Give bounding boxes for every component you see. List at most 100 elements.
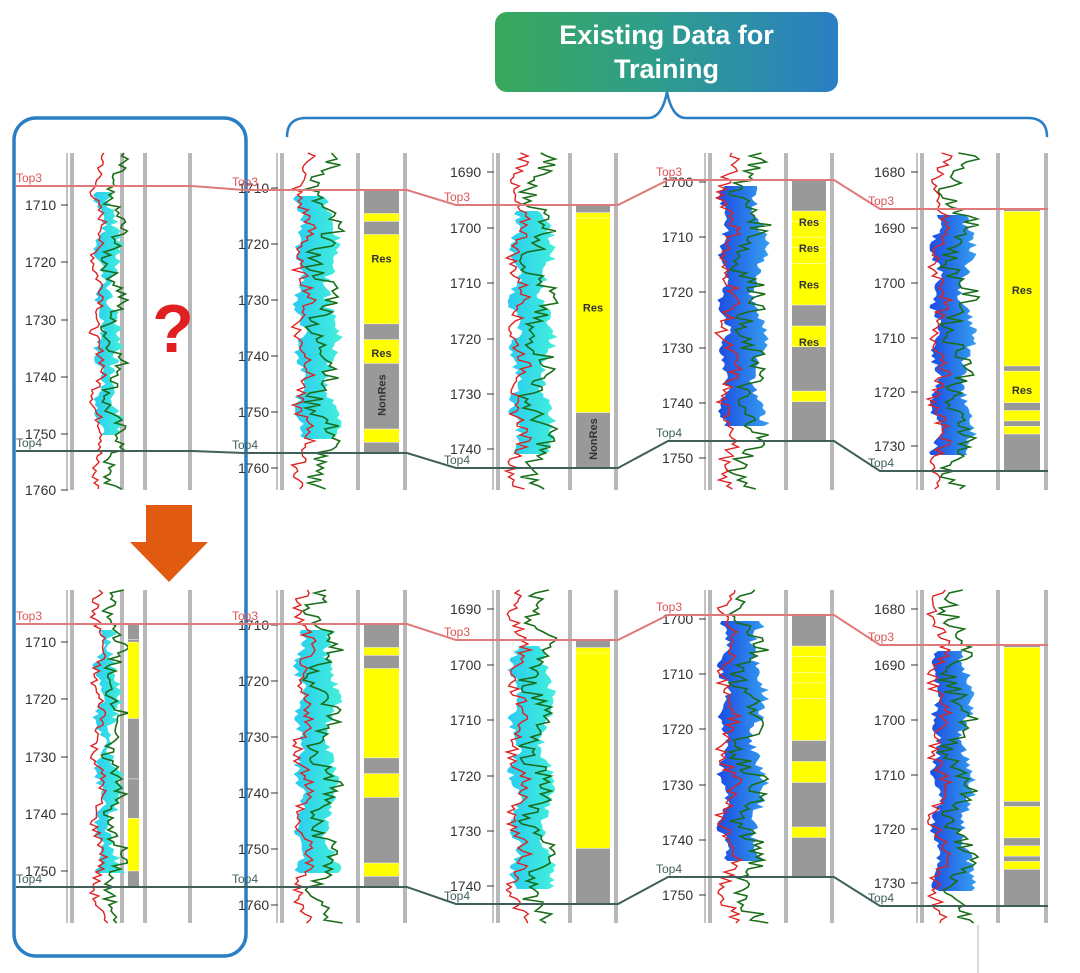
input-training-well-3-facies-seg-1: [792, 211, 826, 222]
input-training-well-1-red-curve: [290, 152, 318, 490]
input-training-well-3-facies-seg-3: [792, 237, 826, 248]
output-training-well-2-facies-seg-1: [576, 647, 610, 654]
output-query-well-track-border-3: [188, 590, 192, 923]
output-training-well-3-facies-seg-8: [792, 782, 826, 828]
input-training-well-3-facies-seg-5: [792, 263, 826, 306]
input-top3-label: Top3: [16, 171, 42, 185]
output-query-well-facies-seg-4: [128, 779, 139, 819]
banner-line-1: Existing Data for: [559, 20, 774, 50]
output-training-well-1-red-curve: [291, 589, 317, 924]
output-query-well-track-border-1: [120, 590, 124, 923]
input-training-well-3-facies-seg-8: [792, 347, 826, 392]
input-training-well-1-facies-seg-4: [364, 324, 399, 340]
input-training-well-3-facies-seg-6: [792, 305, 826, 327]
down-arrow-icon: [130, 505, 208, 582]
output-query-well-facies-seg-3: [128, 718, 139, 780]
output-top4-label: Top4: [868, 891, 894, 905]
output-tick-label: 1740: [238, 785, 269, 801]
output-tick-label: 1710: [874, 767, 905, 783]
input-tick-label: 1740: [662, 395, 693, 411]
output-tick-label: 1740: [662, 832, 693, 848]
input-training-well-1-facies-seg-5: [364, 339, 399, 364]
nonres-label: NonRes: [377, 374, 389, 416]
output-training-well-3-green-curve: [727, 589, 770, 924]
input-training-well-2-facies-seg-2: [576, 218, 610, 413]
input-top4-label: Top4: [656, 426, 682, 440]
input-tick-label: 1740: [450, 441, 481, 457]
output-training-well-3-facies-seg-0: [792, 615, 826, 647]
output-top4-label: Top4: [232, 872, 258, 886]
input-top4-label: Top4: [444, 453, 470, 467]
output-query-well-track-border-2: [143, 590, 147, 923]
input-training-well-1-facies-seg-6: [364, 363, 399, 430]
training-bracket: [285, 91, 1049, 138]
query-well-box: [12, 116, 248, 958]
output-training-well-2-log-fill: [507, 646, 557, 889]
question-mark: ?: [152, 291, 194, 367]
output-top3-label: Top3: [656, 600, 682, 614]
res-label: Res: [1012, 285, 1032, 297]
res-label: Res: [799, 279, 819, 291]
output-training-well-2-facies-seg-3: [576, 848, 610, 904]
output-training-well-2-red-curve: [504, 589, 534, 924]
output-training-well-4-facies-seg-8: [1004, 869, 1040, 906]
input-training-well-3-track-border-0: [708, 153, 712, 490]
input-tick-label: 1730: [450, 386, 481, 402]
output-tick-label: 1720: [874, 821, 905, 837]
output-training-well-2-green-curve: [517, 589, 558, 924]
input-training-well-4-track-border-2: [1044, 153, 1048, 490]
output-tick-label: 1720: [25, 691, 56, 707]
input-top4-line: [16, 440, 1048, 472]
output-tick-label: 1690: [874, 657, 905, 673]
input-tick-label: 1750: [662, 450, 693, 466]
input-tick-label: 1700: [662, 174, 693, 190]
input-query-well-green-curve: [99, 152, 131, 490]
output-training-well-4-track-border-1: [996, 590, 1000, 923]
existing-data-banner: Existing Data for Training: [495, 12, 838, 92]
output-training-well-3-facies-seg-9: [792, 827, 826, 838]
output-tick-label: 1720: [662, 721, 693, 737]
output-training-well-2-facies-seg-0: [576, 640, 610, 648]
res-label: Res: [371, 348, 391, 360]
output-top4-label: Top4: [444, 889, 470, 903]
res-label: Res: [799, 337, 819, 349]
input-tick-label: 1680: [874, 164, 905, 180]
input-training-well-1-facies-seg-2: [364, 221, 399, 235]
output-tick-label: 1730: [25, 749, 56, 765]
output-training-well-2-facies-seg-2: [576, 653, 610, 849]
output-training-well-3-facies-seg-6: [792, 740, 826, 762]
input-tick-label: 1750: [238, 404, 269, 420]
input-training-well-4-facies-seg-7: [1004, 426, 1040, 435]
input-training-well-4-track-border-0: [920, 153, 924, 490]
output-top3-label: Top3: [868, 630, 894, 644]
input-training-well-1-track-border-0: [280, 153, 284, 490]
input-tick-label: 1760: [238, 460, 269, 476]
output-top3-label: Top3: [232, 609, 258, 623]
output-query-well-facies-seg-0: [128, 624, 139, 640]
input-tick-label: 1740: [238, 348, 269, 364]
output-tick-label: 1750: [25, 863, 56, 879]
input-tick-label: 1760: [25, 482, 56, 498]
output-training-well-1-track-border-1: [356, 590, 360, 923]
output-training-well-3-track-border-1: [784, 590, 788, 923]
input-tick-label: 1710: [662, 229, 693, 245]
input-training-well-4-log-fill: [929, 215, 977, 455]
input-query-well-log-fill: [93, 192, 125, 435]
input-tick-label: 1730: [874, 438, 905, 454]
input-training-well-1-facies-seg-3: [364, 234, 399, 325]
input-training-well-1-facies-seg-8: [364, 442, 399, 453]
output-top4-label: Top4: [16, 872, 42, 886]
output-tick-label: 1730: [238, 729, 269, 745]
output-training-well-4-facies-seg-1: [1004, 647, 1040, 802]
input-top3-label: Top3: [656, 165, 682, 179]
input-tick-label: 1720: [874, 384, 905, 400]
output-top3-label: Top3: [16, 609, 42, 623]
output-training-well-1-facies-seg-4: [364, 758, 399, 774]
input-training-well-3-facies-seg-2: [792, 221, 826, 238]
input-query-well-red-curve: [88, 152, 108, 490]
output-tick-label: 1730: [450, 823, 481, 839]
input-tick-label: 1720: [450, 331, 481, 347]
input-top3-label: Top3: [444, 190, 470, 204]
input-training-well-2-facies-seg-1: [576, 212, 610, 219]
